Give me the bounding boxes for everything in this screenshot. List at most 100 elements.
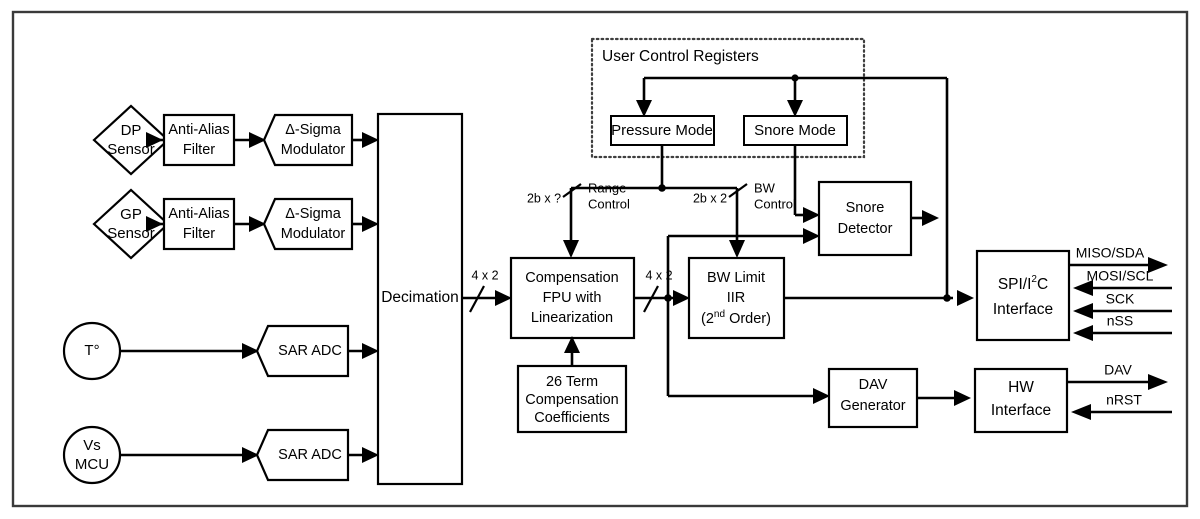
bw-limit-label-3: (2nd Order) xyxy=(701,309,771,327)
vs-mcu-label-2: MCU xyxy=(75,456,109,473)
arrow-mod2-to-decim xyxy=(362,216,379,232)
spi-label-sup: 2 xyxy=(1031,274,1037,285)
compensation-fpu-label-3: Linearization xyxy=(531,310,613,326)
dp-sensor-label-1: DP xyxy=(121,122,142,139)
vs-mcu-label-1: Vs xyxy=(83,437,101,454)
arrow-dav-out xyxy=(1148,374,1168,390)
arrow-to-spi-interface xyxy=(957,290,974,306)
decimation-label: Decimation xyxy=(381,289,459,306)
snore-detector-box xyxy=(817,180,913,257)
arrow-mosi-scl xyxy=(1073,280,1093,296)
anti-alias-filter-2-label-1: Anti-Alias xyxy=(168,206,229,222)
temp-sensor-label-1: T° xyxy=(84,342,99,359)
anti-alias-filter-2-box xyxy=(162,197,236,251)
arrow-aaf1-to-mod1 xyxy=(249,132,266,148)
signal-label-miso-sda: MISO/SDA xyxy=(1076,245,1145,261)
bw-control-label-1: BW xyxy=(754,180,776,195)
sar-adc-2-label: SAR ADC xyxy=(278,447,342,463)
arrow-temp-to-adc xyxy=(242,343,259,359)
arrow-aaf2-to-mod2 xyxy=(249,216,266,232)
arrow-gp-to-aaf xyxy=(146,216,163,232)
arrow-feed-to-pressure-mode xyxy=(636,100,652,117)
coefficients-label-3: Coefficients xyxy=(534,410,610,426)
hw-interface-label-1: HW xyxy=(1008,379,1034,396)
bus-slash-bw xyxy=(728,183,748,198)
arrow-range-to-comp xyxy=(563,240,579,258)
modulator-2-label-1: Δ-Sigma xyxy=(285,206,342,222)
bw-control-label-2: Control xyxy=(754,196,796,211)
hw-interface-box xyxy=(973,367,1069,434)
anti-alias-filter-1-label-2: Filter xyxy=(183,142,215,158)
compensation-fpu-box xyxy=(509,256,636,340)
arrow-adc2-to-decim xyxy=(362,447,379,463)
arrow-vs-to-adc xyxy=(242,447,259,463)
pressure-mode-box[interactable] xyxy=(610,115,715,146)
decimation-box xyxy=(376,112,464,486)
sar-adc-1-label: SAR ADC xyxy=(278,343,342,359)
spi-i2c-label-1: SPI/I2C xyxy=(998,274,1048,293)
signal-label-sck: SCK xyxy=(1106,291,1135,307)
arrow-snore-mode-to-detector xyxy=(803,207,820,223)
modulator-2-shape xyxy=(262,197,354,251)
spi-i2c-interface-box xyxy=(975,249,1071,342)
snore-detector-label-2: Detector xyxy=(838,221,893,237)
bus-label-decim-out: 4 x 2 xyxy=(471,268,498,282)
user-control-registers-title: User Control Registers xyxy=(602,48,759,65)
bw-limit-iir-box xyxy=(687,256,786,340)
arrow-dav-to-hw xyxy=(954,390,971,406)
coefficients-label-1: 26 Term xyxy=(546,374,598,390)
dav-generator-box xyxy=(827,367,919,429)
sar-adc-1-shape xyxy=(255,324,350,378)
dav-generator-label-1: DAV xyxy=(859,377,888,393)
arrow-miso-sda xyxy=(1148,257,1168,273)
arrow-comp-to-snore-detector xyxy=(803,228,820,244)
compensation-fpu-label-1: Compensation xyxy=(525,270,619,286)
range-control-label-1: Range xyxy=(588,180,626,195)
bw-limit-order-pre: (2 xyxy=(701,311,714,327)
arrow-feed-to-snore-mode xyxy=(787,100,803,117)
compensation-coefficients-box xyxy=(516,364,628,434)
arrow-comp-to-dav-generator xyxy=(813,388,830,404)
snore-mode-box[interactable] xyxy=(743,115,848,146)
coefficients-label-2: Compensation xyxy=(525,392,619,408)
anti-alias-filter-1-box xyxy=(162,113,236,167)
bus-label-comp-out: 4 x 2 xyxy=(645,268,672,282)
pressure-mode-label: Pressure Mode xyxy=(611,122,713,139)
bus-slash-range xyxy=(562,183,582,198)
snore-mode-label: Snore Mode xyxy=(754,122,836,139)
sar-adc-2-shape xyxy=(255,428,350,482)
signal-label-nrst: nRST xyxy=(1106,392,1142,408)
bw-limit-label-1: BW Limit xyxy=(707,270,765,286)
bw-limit-label-2: IIR xyxy=(727,290,746,306)
gp-sensor-label-1: GP xyxy=(120,206,142,223)
spi-i2c-label-2: Interface xyxy=(993,301,1053,318)
arrow-sck xyxy=(1073,303,1093,319)
arrow-comp-to-bwlimit xyxy=(673,290,690,306)
dav-generator-label-2: Generator xyxy=(840,398,905,414)
range-control-label-2: Control xyxy=(588,196,630,211)
signal-label-mosi-scl: MOSI/SCL xyxy=(1087,268,1154,284)
bus-slash-decim-out xyxy=(469,285,485,313)
snore-detector-label-1: Snore xyxy=(846,200,885,216)
modulator-2-label-2: Modulator xyxy=(281,226,346,242)
arrow-adc1-to-decim xyxy=(362,343,379,359)
bw-limit-order-post: Order) xyxy=(725,311,771,327)
bw-limit-order-sup: nd xyxy=(714,309,725,320)
signal-label-dav: DAV xyxy=(1104,362,1132,378)
modulator-1-shape xyxy=(262,113,354,167)
arrow-bw-to-bwlimit xyxy=(729,240,745,258)
arrow-decim-to-comp xyxy=(495,290,512,306)
arrow-snore-detector-out xyxy=(922,210,939,226)
bus-label-range: 2b x ? xyxy=(527,191,561,205)
gp-sensor-label-2: Sensor xyxy=(107,225,155,242)
arrow-mod1-to-decim xyxy=(362,132,379,148)
signal-label-nss: nSS xyxy=(1107,313,1133,329)
modulator-1-label-1: Δ-Sigma xyxy=(285,122,342,138)
spi-label-post: C xyxy=(1037,276,1048,293)
compensation-fpu-label-2: FPU with xyxy=(543,290,602,306)
anti-alias-filter-2-label-2: Filter xyxy=(183,226,215,242)
bus-label-bw: 2b x 2 xyxy=(693,191,727,205)
spi-label-pre: SPI/I xyxy=(998,276,1032,293)
